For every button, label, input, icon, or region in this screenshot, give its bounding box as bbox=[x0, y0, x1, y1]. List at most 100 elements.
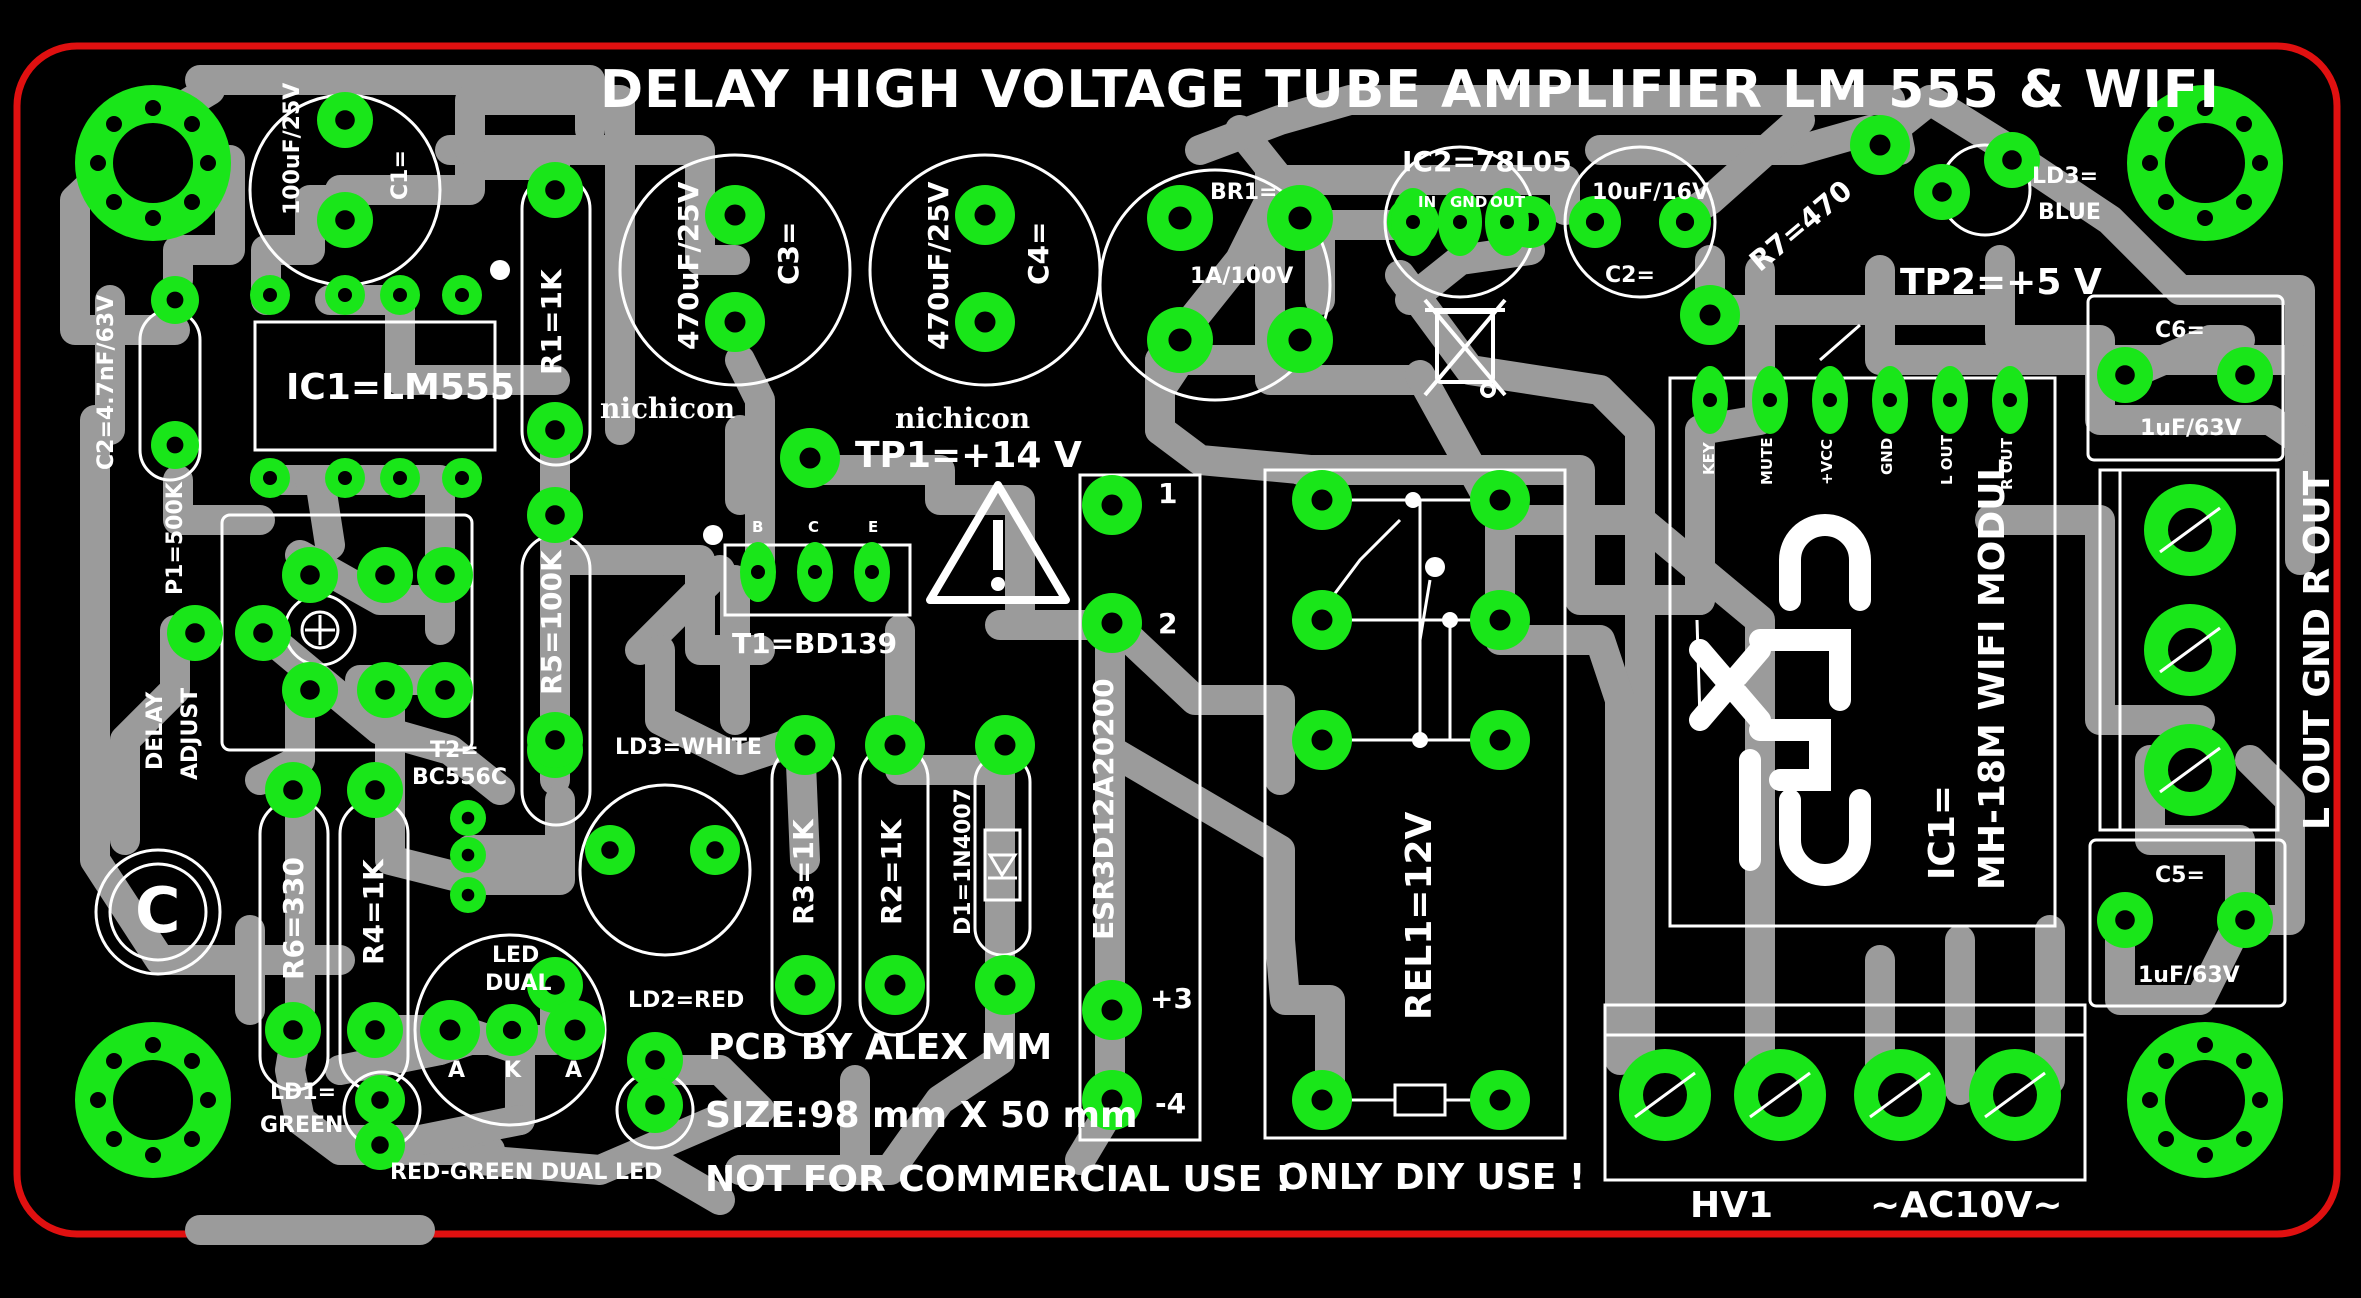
pad-hole bbox=[365, 1020, 385, 1040]
r3-label: R3=1K bbox=[787, 819, 820, 925]
pad-hole bbox=[1168, 328, 1192, 352]
pad-hole bbox=[1101, 1089, 1123, 1111]
pad-hole bbox=[1453, 215, 1467, 229]
ic2-pin-gnd: GND bbox=[1450, 193, 1488, 211]
pad-hole bbox=[461, 888, 475, 902]
pad-hole bbox=[1489, 489, 1511, 511]
wifi-pin-gnd: GND bbox=[1878, 437, 1896, 475]
pad-hole bbox=[645, 1050, 665, 1070]
pad-hole bbox=[283, 1020, 303, 1040]
r5-label: R5=100K bbox=[535, 550, 568, 695]
brand-label: nichicon bbox=[895, 402, 1031, 435]
mounting-hole bbox=[2127, 1022, 2283, 1178]
tp2-label: TP2=+5 V bbox=[1900, 262, 2102, 303]
commercial-notice: NOT FOR COMMERCIAL USE ! bbox=[705, 1159, 1292, 1200]
pad-hole bbox=[545, 505, 565, 525]
pad-hole bbox=[1585, 212, 1605, 232]
terminal-screw-mark bbox=[2159, 506, 2221, 554]
board-outline bbox=[13, 42, 2341, 1238]
ld1-name-label: LD1= bbox=[270, 1080, 337, 1105]
pad-hole bbox=[253, 623, 273, 643]
pad-hole bbox=[338, 471, 352, 485]
pad-hole bbox=[751, 565, 765, 579]
pad-hole bbox=[1101, 999, 1123, 1021]
pad-hole bbox=[1311, 489, 1333, 511]
pad-hole bbox=[1943, 393, 1957, 407]
pad-hole bbox=[1489, 729, 1511, 751]
pad-hole bbox=[808, 565, 822, 579]
pad-hole bbox=[435, 565, 455, 585]
pad-hole bbox=[1311, 1089, 1333, 1111]
pad-hole bbox=[502, 1020, 522, 1040]
pad-hole bbox=[1311, 609, 1333, 631]
t1-pin-e: E bbox=[868, 518, 879, 536]
mounting-hole bbox=[75, 85, 231, 241]
wifi-pin-lout: L OUT bbox=[1938, 435, 1956, 485]
pad-hole bbox=[1489, 609, 1511, 631]
pad-hole bbox=[1500, 215, 1514, 229]
pad-hole bbox=[884, 974, 906, 996]
pad-hole bbox=[166, 436, 184, 454]
pad-hole bbox=[300, 565, 320, 585]
pad-hole bbox=[371, 1136, 389, 1154]
pad-hole bbox=[545, 975, 565, 995]
solder-pads bbox=[151, 92, 2273, 1170]
r6-label: R6=330 bbox=[277, 857, 310, 980]
wifi-pin-vcc: +VCC bbox=[1818, 438, 1836, 485]
diy-notice: ONLY DIY USE ! bbox=[1278, 1157, 1586, 1198]
pad-hole bbox=[393, 471, 407, 485]
c2-label: C2=4.7nF/63V bbox=[94, 294, 119, 470]
pad-hole bbox=[1703, 393, 1717, 407]
pad-hole bbox=[263, 288, 277, 302]
diode-symbol bbox=[983, 828, 1022, 902]
wifi-module-name-label: IC1= bbox=[1922, 784, 1963, 880]
pad-hole bbox=[2235, 910, 2255, 930]
pad-hole bbox=[1823, 393, 1837, 407]
pad-hole bbox=[1288, 206, 1312, 230]
pad-hole bbox=[461, 848, 475, 862]
pad-hole bbox=[994, 974, 1016, 996]
dual-led-label: RED-GREEN DUAL LED bbox=[390, 1160, 663, 1185]
ld3-blue-color-label: BLUE bbox=[2038, 200, 2101, 225]
tp1-label: TP1=+14 V bbox=[855, 435, 1082, 476]
br1-name-label: BR1= bbox=[1210, 180, 1278, 205]
pad-hole bbox=[461, 811, 475, 825]
c3-name-label: C3= bbox=[772, 221, 805, 286]
pad-hole bbox=[799, 447, 821, 469]
terminal-screw-mark bbox=[1869, 1071, 1931, 1119]
pad-hole bbox=[645, 1095, 665, 1115]
pad-hole bbox=[455, 471, 469, 485]
r1-label: R1=1K bbox=[535, 269, 568, 375]
c5-name-label: C5= bbox=[2155, 863, 2205, 888]
ic1-label: IC1=LM555 bbox=[286, 367, 515, 408]
pad-hole bbox=[794, 734, 816, 756]
r2-label: R2=1K bbox=[875, 819, 908, 925]
pad-hole bbox=[2235, 365, 2255, 385]
pad-hole bbox=[1101, 494, 1123, 516]
mounting-hole bbox=[2127, 85, 2283, 241]
pad-hole bbox=[375, 680, 395, 700]
wifi-pin-mute: MUTE bbox=[1758, 437, 1776, 485]
c6-name-label: C6= bbox=[2155, 318, 2205, 343]
rel1-label: REL1=12V bbox=[1399, 811, 1440, 1020]
pad-hole bbox=[1675, 212, 1695, 232]
pad-hole bbox=[794, 974, 816, 996]
relay-symbol bbox=[1330, 498, 1500, 1117]
pad-hole bbox=[283, 780, 303, 800]
pad-hole bbox=[1406, 215, 1420, 229]
ld2-label: LD2=RED bbox=[628, 988, 745, 1013]
p1-label: P1=500K bbox=[163, 482, 188, 595]
delay-adjust-label: ADJUST bbox=[178, 687, 203, 780]
led-dual-pin-k: K bbox=[504, 1058, 522, 1083]
pad-hole bbox=[1883, 393, 1897, 407]
pad-hole bbox=[2115, 365, 2135, 385]
pad-hole bbox=[994, 734, 1016, 756]
t1-pin-b: B bbox=[752, 518, 764, 536]
ld1-color-label: GREEN bbox=[260, 1113, 344, 1138]
pad-hole bbox=[564, 1019, 586, 1041]
pad-hole bbox=[365, 780, 385, 800]
pad-hole bbox=[371, 1091, 389, 1109]
terminal-screw-mark bbox=[1984, 1071, 2046, 1119]
delay-adjust-label: DELAY bbox=[143, 691, 168, 770]
pad-hole bbox=[1489, 1089, 1511, 1111]
